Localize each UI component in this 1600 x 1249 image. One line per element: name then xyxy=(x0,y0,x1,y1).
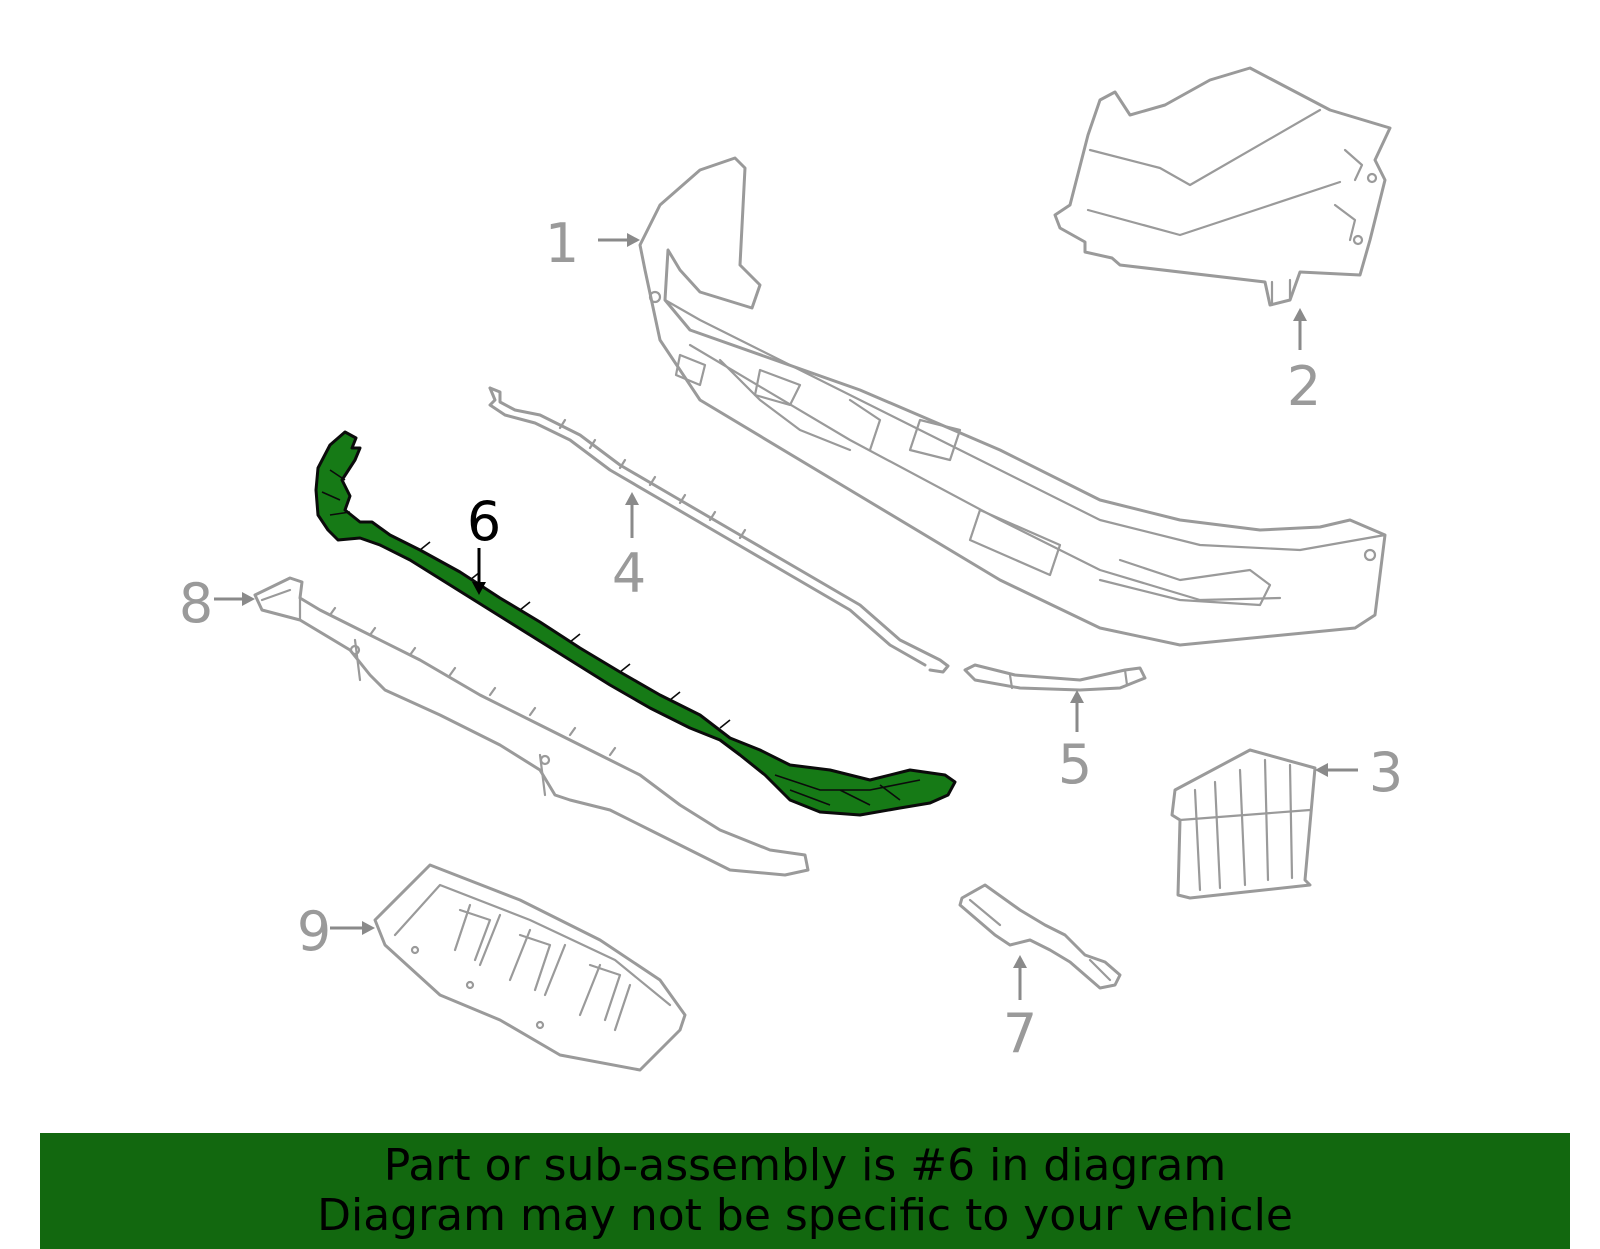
callout-7: 7 xyxy=(1003,1002,1037,1065)
part-6-lower-deflector xyxy=(314,430,957,817)
callout-arrows xyxy=(214,233,1358,1000)
part-1-bumper-cover xyxy=(638,156,1387,647)
callout-2: 2 xyxy=(1287,355,1321,418)
callout-5: 5 xyxy=(1058,733,1092,796)
part-2-upper-panel xyxy=(1053,66,1392,307)
callout-8: 8 xyxy=(179,572,213,635)
callout-3: 3 xyxy=(1369,741,1403,804)
banner-line-disclaimer: Diagram may not be specific to your vehi… xyxy=(317,1190,1293,1241)
part-5-small-trim xyxy=(963,663,1147,692)
part-7-bracket xyxy=(958,883,1122,990)
callout-6: 6 xyxy=(467,490,501,553)
part-9-skid-plate xyxy=(373,863,687,1072)
banner-line-part: Part or sub-assembly is #6 in diagram xyxy=(383,1140,1227,1191)
info-banner: Part or sub-assembly is #6 in diagram Di… xyxy=(40,1133,1570,1249)
callout-1: 1 xyxy=(545,212,579,275)
callout-9: 9 xyxy=(297,900,331,963)
part-3-side-bracket xyxy=(1170,748,1317,900)
part-8-lower-valance xyxy=(253,576,810,877)
callout-4: 4 xyxy=(612,542,646,605)
part-4-trim-strip xyxy=(488,386,950,674)
